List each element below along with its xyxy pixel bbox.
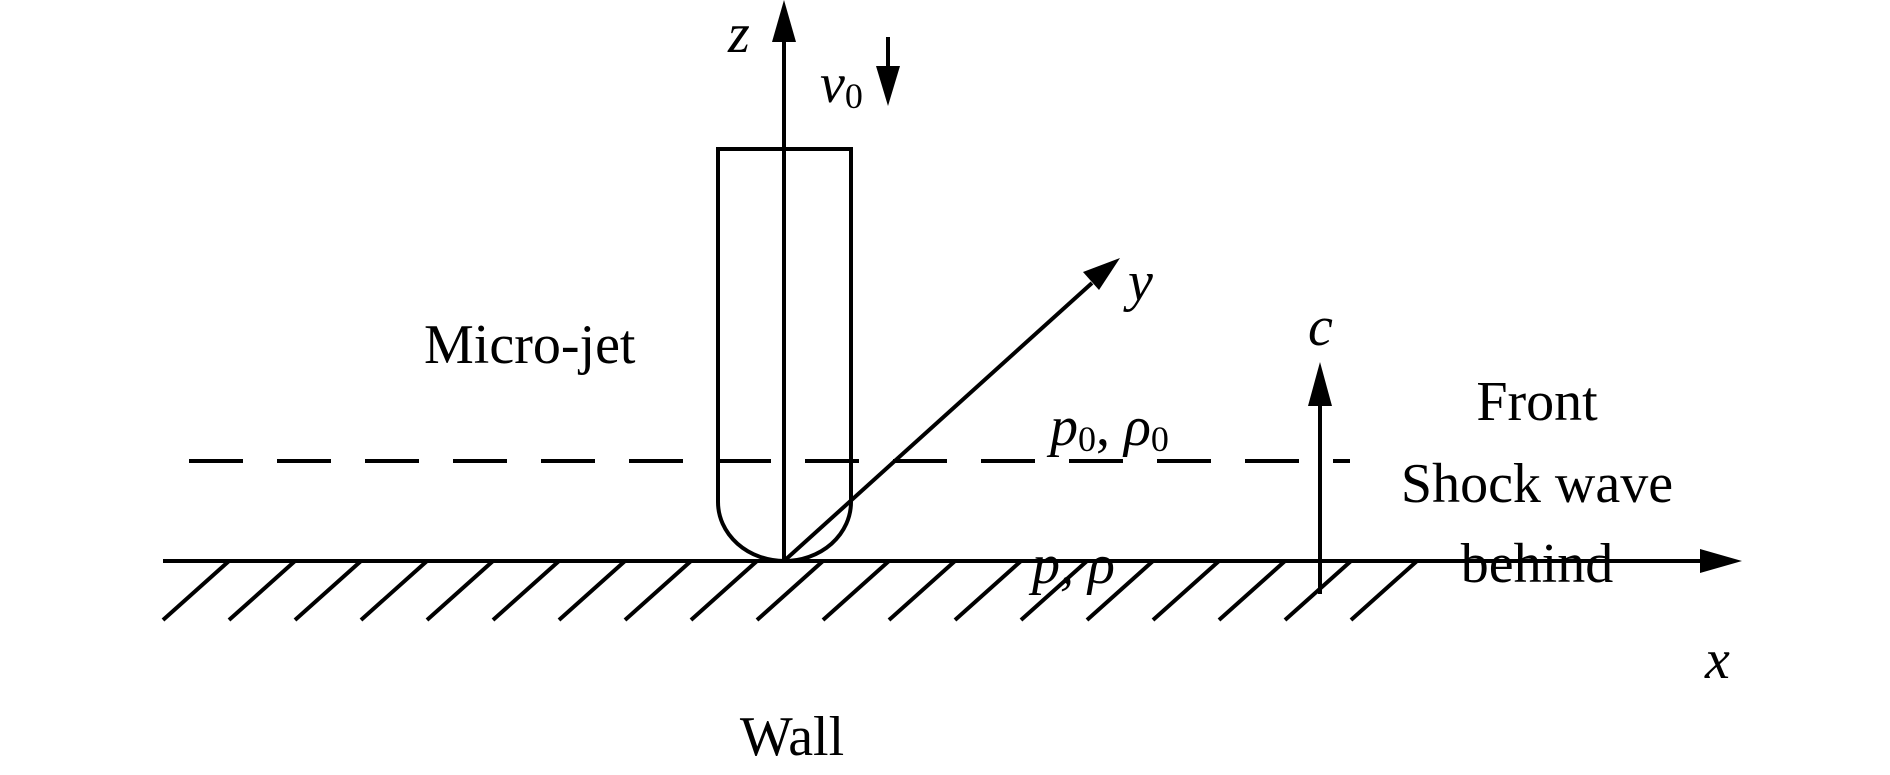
- hatch-mark: [887, 559, 957, 622]
- wave-speed-arrowhead: [1308, 362, 1332, 406]
- velocity-label: v0: [820, 53, 863, 116]
- hatch-mark: [227, 559, 297, 622]
- z-axis-arrowhead: [772, 0, 796, 42]
- hatch-mark: [293, 559, 363, 622]
- wall-label: Wall: [740, 706, 844, 768]
- hatch-mark: [161, 559, 231, 622]
- velocity-arrowhead: [876, 66, 900, 106]
- hatch-mark: [425, 559, 495, 622]
- hatch-mark: [1217, 559, 1287, 622]
- hatch-mark: [623, 559, 693, 622]
- hatch-mark: [1085, 559, 1155, 622]
- hatch-mark: [755, 559, 825, 622]
- y-axis-arrowhead: [1083, 258, 1120, 290]
- y-axis-label: y: [1123, 251, 1153, 313]
- front-label: Front: [1476, 371, 1598, 433]
- z-axis-label: z: [727, 3, 750, 65]
- shocked-state-label: p, ρ: [1028, 534, 1115, 596]
- hatch-mark: [953, 559, 1023, 622]
- hatch-mark: [557, 559, 627, 622]
- x-axis-label: x: [1704, 629, 1730, 691]
- micro-jet-label: Micro-jet: [424, 314, 636, 376]
- wave-speed-label: c: [1308, 296, 1333, 358]
- hatch-mark: [359, 559, 429, 622]
- shock-wave-label: Shock wave: [1401, 453, 1673, 515]
- wall-hatching: [161, 559, 1419, 622]
- hatch-mark: [1019, 559, 1089, 622]
- x-axis-arrowhead: [1700, 549, 1742, 573]
- hatch-mark: [1349, 559, 1419, 622]
- hatch-mark: [689, 559, 759, 622]
- hatch-mark: [491, 559, 561, 622]
- y-axis-line: [782, 281, 1094, 563]
- ambient-state-label: p0, ρ0: [1046, 396, 1169, 459]
- hatch-mark: [821, 559, 891, 622]
- hatch-mark: [1151, 559, 1221, 622]
- behind-label: behind: [1461, 533, 1613, 595]
